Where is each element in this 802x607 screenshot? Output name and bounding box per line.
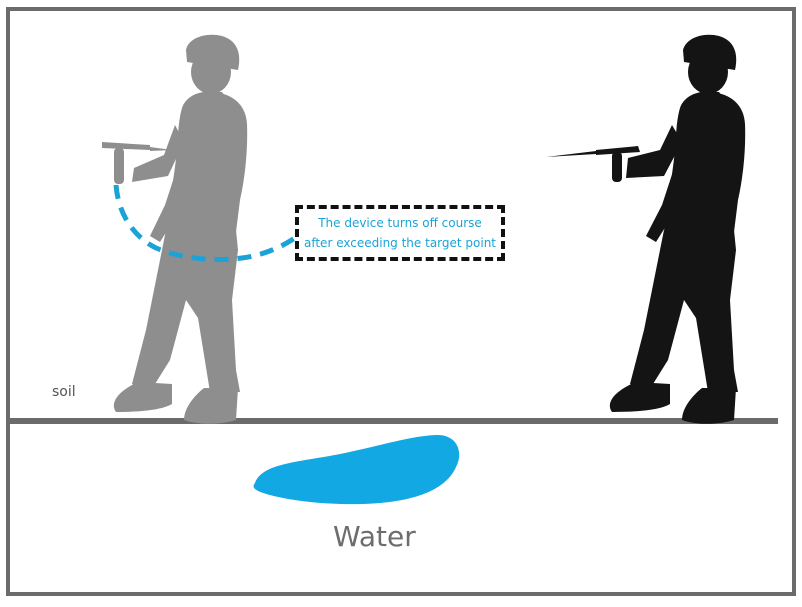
callout-text-line-2: after exceeding the target point <box>303 236 497 250</box>
callout-text-line-1: The device turns off course <box>318 216 482 230</box>
ground-line <box>8 418 778 424</box>
outer-frame <box>6 7 796 596</box>
water-label: Water <box>333 520 416 553</box>
ghost-person-icon <box>102 34 248 424</box>
person-icon <box>546 34 746 424</box>
water-pocket <box>253 434 460 505</box>
callout-box: The device turns off course after exceed… <box>295 205 505 261</box>
soil-label: soil <box>52 384 76 400</box>
deviation-dashed-path <box>113 184 300 262</box>
